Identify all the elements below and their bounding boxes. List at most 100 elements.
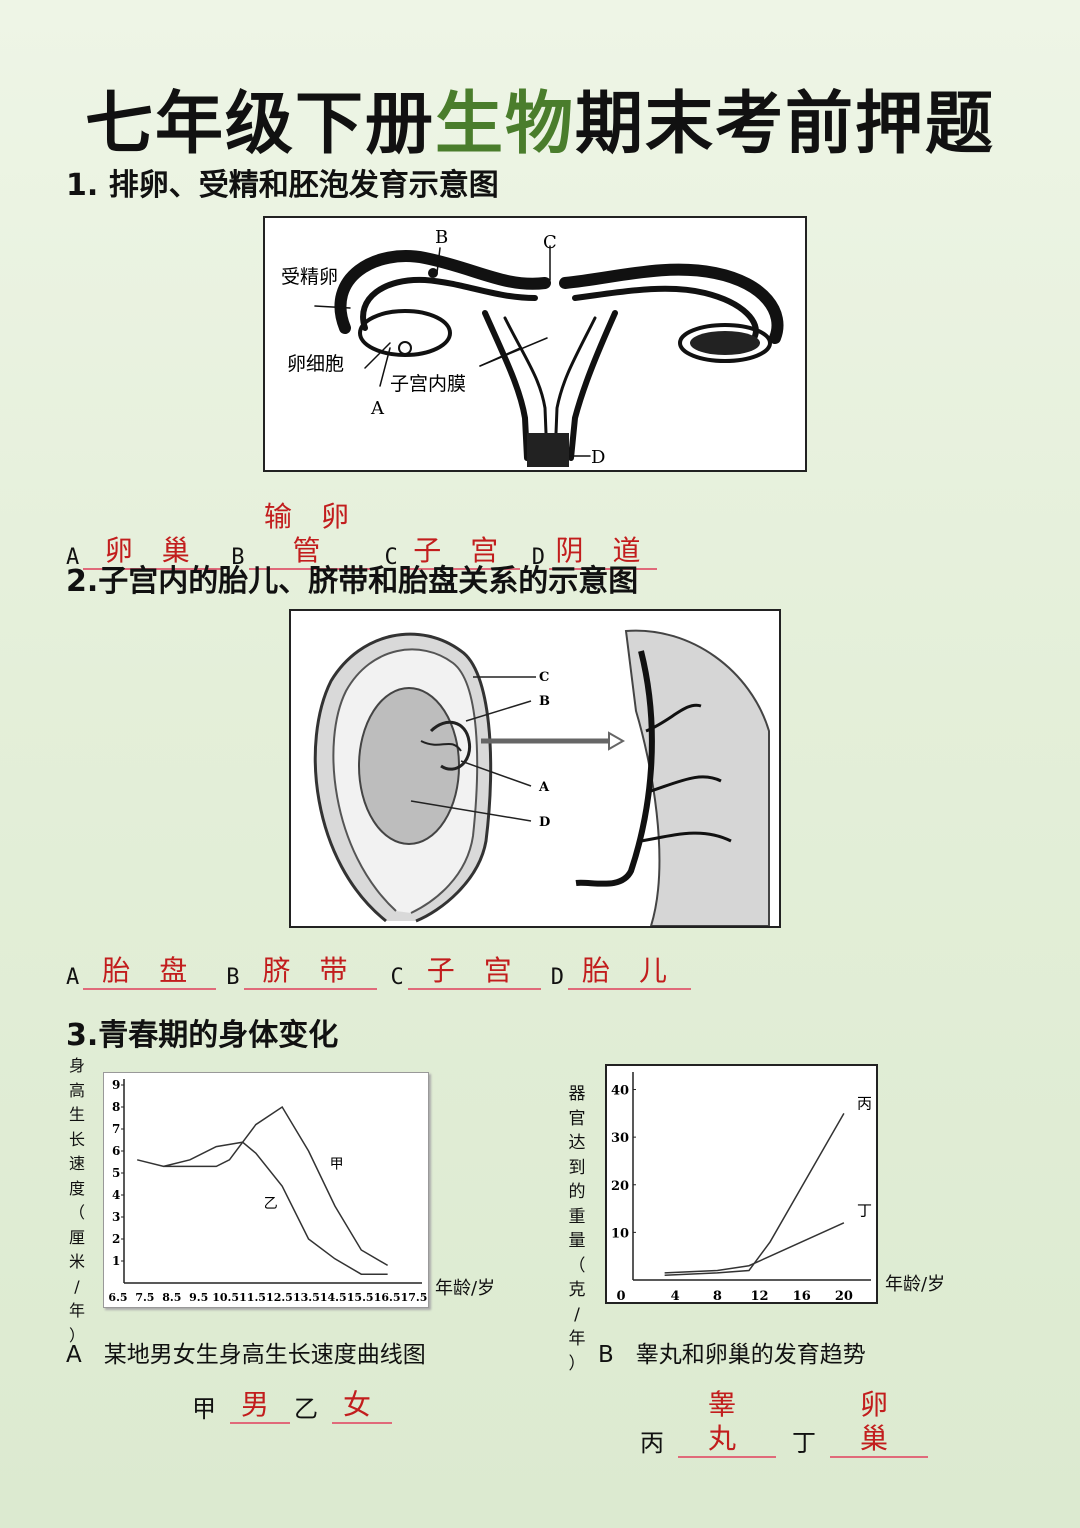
chart-a-xtick-label: 15.5 [347, 1291, 374, 1304]
chart-b-xtick-label: 12 [750, 1289, 768, 1302]
chart-a-xlabel: 年龄/岁 [435, 1278, 496, 1299]
section1-answers: A 卵 巢 B 输 卵 管 C 子 宫 D 阴 道 [66, 500, 657, 570]
answer3-blank-bing[interactable]: 睾 丸 [678, 1388, 776, 1458]
answer3-blank-jia[interactable]: 男 [230, 1388, 290, 1424]
chart-a-ytick-label: 5 [112, 1166, 120, 1180]
answer2-label-c: C [390, 965, 404, 990]
caption-b-text: 睾丸和卵巢的发育趋势 [635, 1342, 866, 1368]
title-part3: 期末考前押题 [575, 84, 996, 164]
title-part1: 七年级下册 [84, 84, 435, 164]
answer-blank-d[interactable]: 阴 道 [549, 534, 657, 570]
chart-a-ytick-label: 4 [112, 1188, 120, 1202]
chart-a-xtick-label: 14.5 [320, 1291, 347, 1304]
chart-b-series-label: 丁 [857, 1202, 872, 1220]
answer-label-c: C [384, 545, 398, 570]
section3-heading: 3.青春期的身体变化 [66, 1018, 339, 1053]
chart-b-xtick-label: 8 [713, 1289, 722, 1302]
chart-a-ylabel: 身高生长速度（厘米/年） [68, 1056, 85, 1345]
answer-label-b: B [231, 545, 245, 570]
uterus-illustration: B C D A 卵细胞 子宫内膜 受精卵 [281, 227, 784, 468]
chart-b-ytick-label: 40 [611, 1084, 629, 1099]
caption-a-label: A [66, 1342, 82, 1368]
answer-label-d: D [531, 545, 545, 570]
chart-a-xtick-label: 9.5 [189, 1291, 208, 1304]
chart-b-answers: 丙 睾 丸 丁 卵 巢 [640, 1388, 928, 1458]
chart-b-xtick-label: 16 [793, 1289, 811, 1302]
uterus-diagram: B C D A 卵细胞 子宫内膜 受精卵 [263, 216, 807, 472]
answer-blank-b[interactable]: 输 卵 管 [248, 500, 375, 570]
chart-a-xtick-label: 13.5 [293, 1291, 320, 1304]
label-b: B [435, 227, 448, 248]
chart-a-xtick-label: 17.5 [401, 1291, 428, 1304]
answer3-blank-ding[interactable]: 卵 巢 [830, 1388, 928, 1458]
fig2-label-b: B [539, 694, 550, 709]
chart-a-xtick-label: 10.5 [212, 1291, 239, 1304]
chart-a-xtick-label: 11.5 [239, 1291, 266, 1304]
caption-a-text: 某地男女生身高生长速度曲线图 [103, 1342, 426, 1368]
section2-answers: A 胎 盘 B 脐 带 C 子 宫 D 胎 儿 [66, 954, 691, 990]
chart-a-ytick-label: 9 [112, 1078, 120, 1092]
chart-b-caption: B 睾丸和卵巢的发育趋势 [598, 1335, 866, 1369]
answer2-blank-b[interactable]: 脐 带 [243, 954, 377, 990]
chart-a-ytick-label: 7 [112, 1122, 120, 1136]
page-title: 七年级下册生物期末考前押题 [0, 68, 1080, 167]
chart-b-series-line [664, 1112, 845, 1276]
answer2-label-b: B [226, 965, 240, 990]
chart-a-xtick-label: 6.5 [108, 1291, 127, 1304]
chart-a-xtick-label: 16.5 [374, 1291, 401, 1304]
answer-blank-a[interactable]: 卵 巢 [83, 534, 222, 570]
chart-a-series-line [136, 1105, 389, 1267]
caption-b-label: B [598, 1342, 614, 1368]
chart-a-series-line [163, 1141, 388, 1275]
chart-b-ytick-label: 10 [611, 1226, 629, 1241]
chart-a-ytick-label: 8 [112, 1100, 120, 1114]
title-part2: 生物 [434, 84, 575, 164]
chart-b-xlabel: 年龄/岁 [885, 1274, 946, 1295]
answer2-blank-a[interactable]: 胎 盘 [83, 954, 217, 990]
chart-b-series-line [664, 1222, 845, 1274]
fig2-label-c: C [539, 670, 549, 685]
fetus-illustration: C B A D [313, 629, 770, 927]
fig2-label-d: D [539, 815, 550, 830]
chart-a-series-label: 甲 [330, 1157, 344, 1173]
chart-a-ytick-label: 2 [112, 1232, 120, 1246]
fetus-diagram: C B A D [289, 609, 781, 928]
chart-a-answers: 甲 男 乙 女 [192, 1388, 392, 1424]
label-egg-cell: 卵细胞 [287, 353, 344, 375]
answer2-blank-d[interactable]: 胎 儿 [568, 954, 691, 990]
chart-b-xtick-label: 0 [616, 1289, 625, 1302]
chart-b-series-label: 丙 [857, 1095, 872, 1113]
answer2-label-a: A [66, 965, 80, 990]
label-fertilized-egg: 受精卵 [281, 266, 338, 288]
chart-b-ytick-label: 20 [611, 1179, 629, 1194]
chart-a-ytick-label: 1 [112, 1254, 120, 1268]
answer3-label-jia: 甲 [192, 1395, 216, 1423]
label-d: D [591, 447, 605, 468]
chart-a-ytick-label: 3 [112, 1210, 120, 1224]
chart-b-ytick-label: 30 [611, 1131, 629, 1146]
chart-b-ylabel: 器官达到的重量（克/年） [568, 1084, 586, 1374]
chart-a-xtick-label: 12.5 [266, 1291, 293, 1304]
fig2-label-a: A [538, 780, 550, 795]
chart-a-caption: A 某地男女生身高生长速度曲线图 [66, 1335, 426, 1369]
answer2-label-d: D [550, 965, 564, 990]
chart-a-series-label: 乙 [264, 1196, 278, 1212]
chart-a-xtick-label: 8.5 [162, 1291, 181, 1304]
answer3-label-bing: 丙 [640, 1429, 664, 1457]
label-endometrium: 子宫内膜 [390, 373, 466, 395]
answer3-blank-yi[interactable]: 女 [332, 1388, 392, 1424]
answer-blank-c[interactable]: 子 宫 [401, 534, 520, 570]
label-a: A [370, 398, 385, 419]
answer3-label-yi: 乙 [294, 1395, 318, 1423]
section1-heading: 1. 排卵、受精和胚泡发育示意图 [66, 168, 499, 203]
label-c: C [543, 232, 557, 253]
chart-b-xtick-label: 20 [835, 1289, 853, 1302]
answer2-blank-c[interactable]: 子 宫 [407, 954, 541, 990]
chart-a-ytick-label: 6 [112, 1144, 120, 1158]
chart-a-xtick-label: 7.5 [135, 1291, 154, 1304]
answer3-label-ding: 丁 [792, 1429, 816, 1457]
